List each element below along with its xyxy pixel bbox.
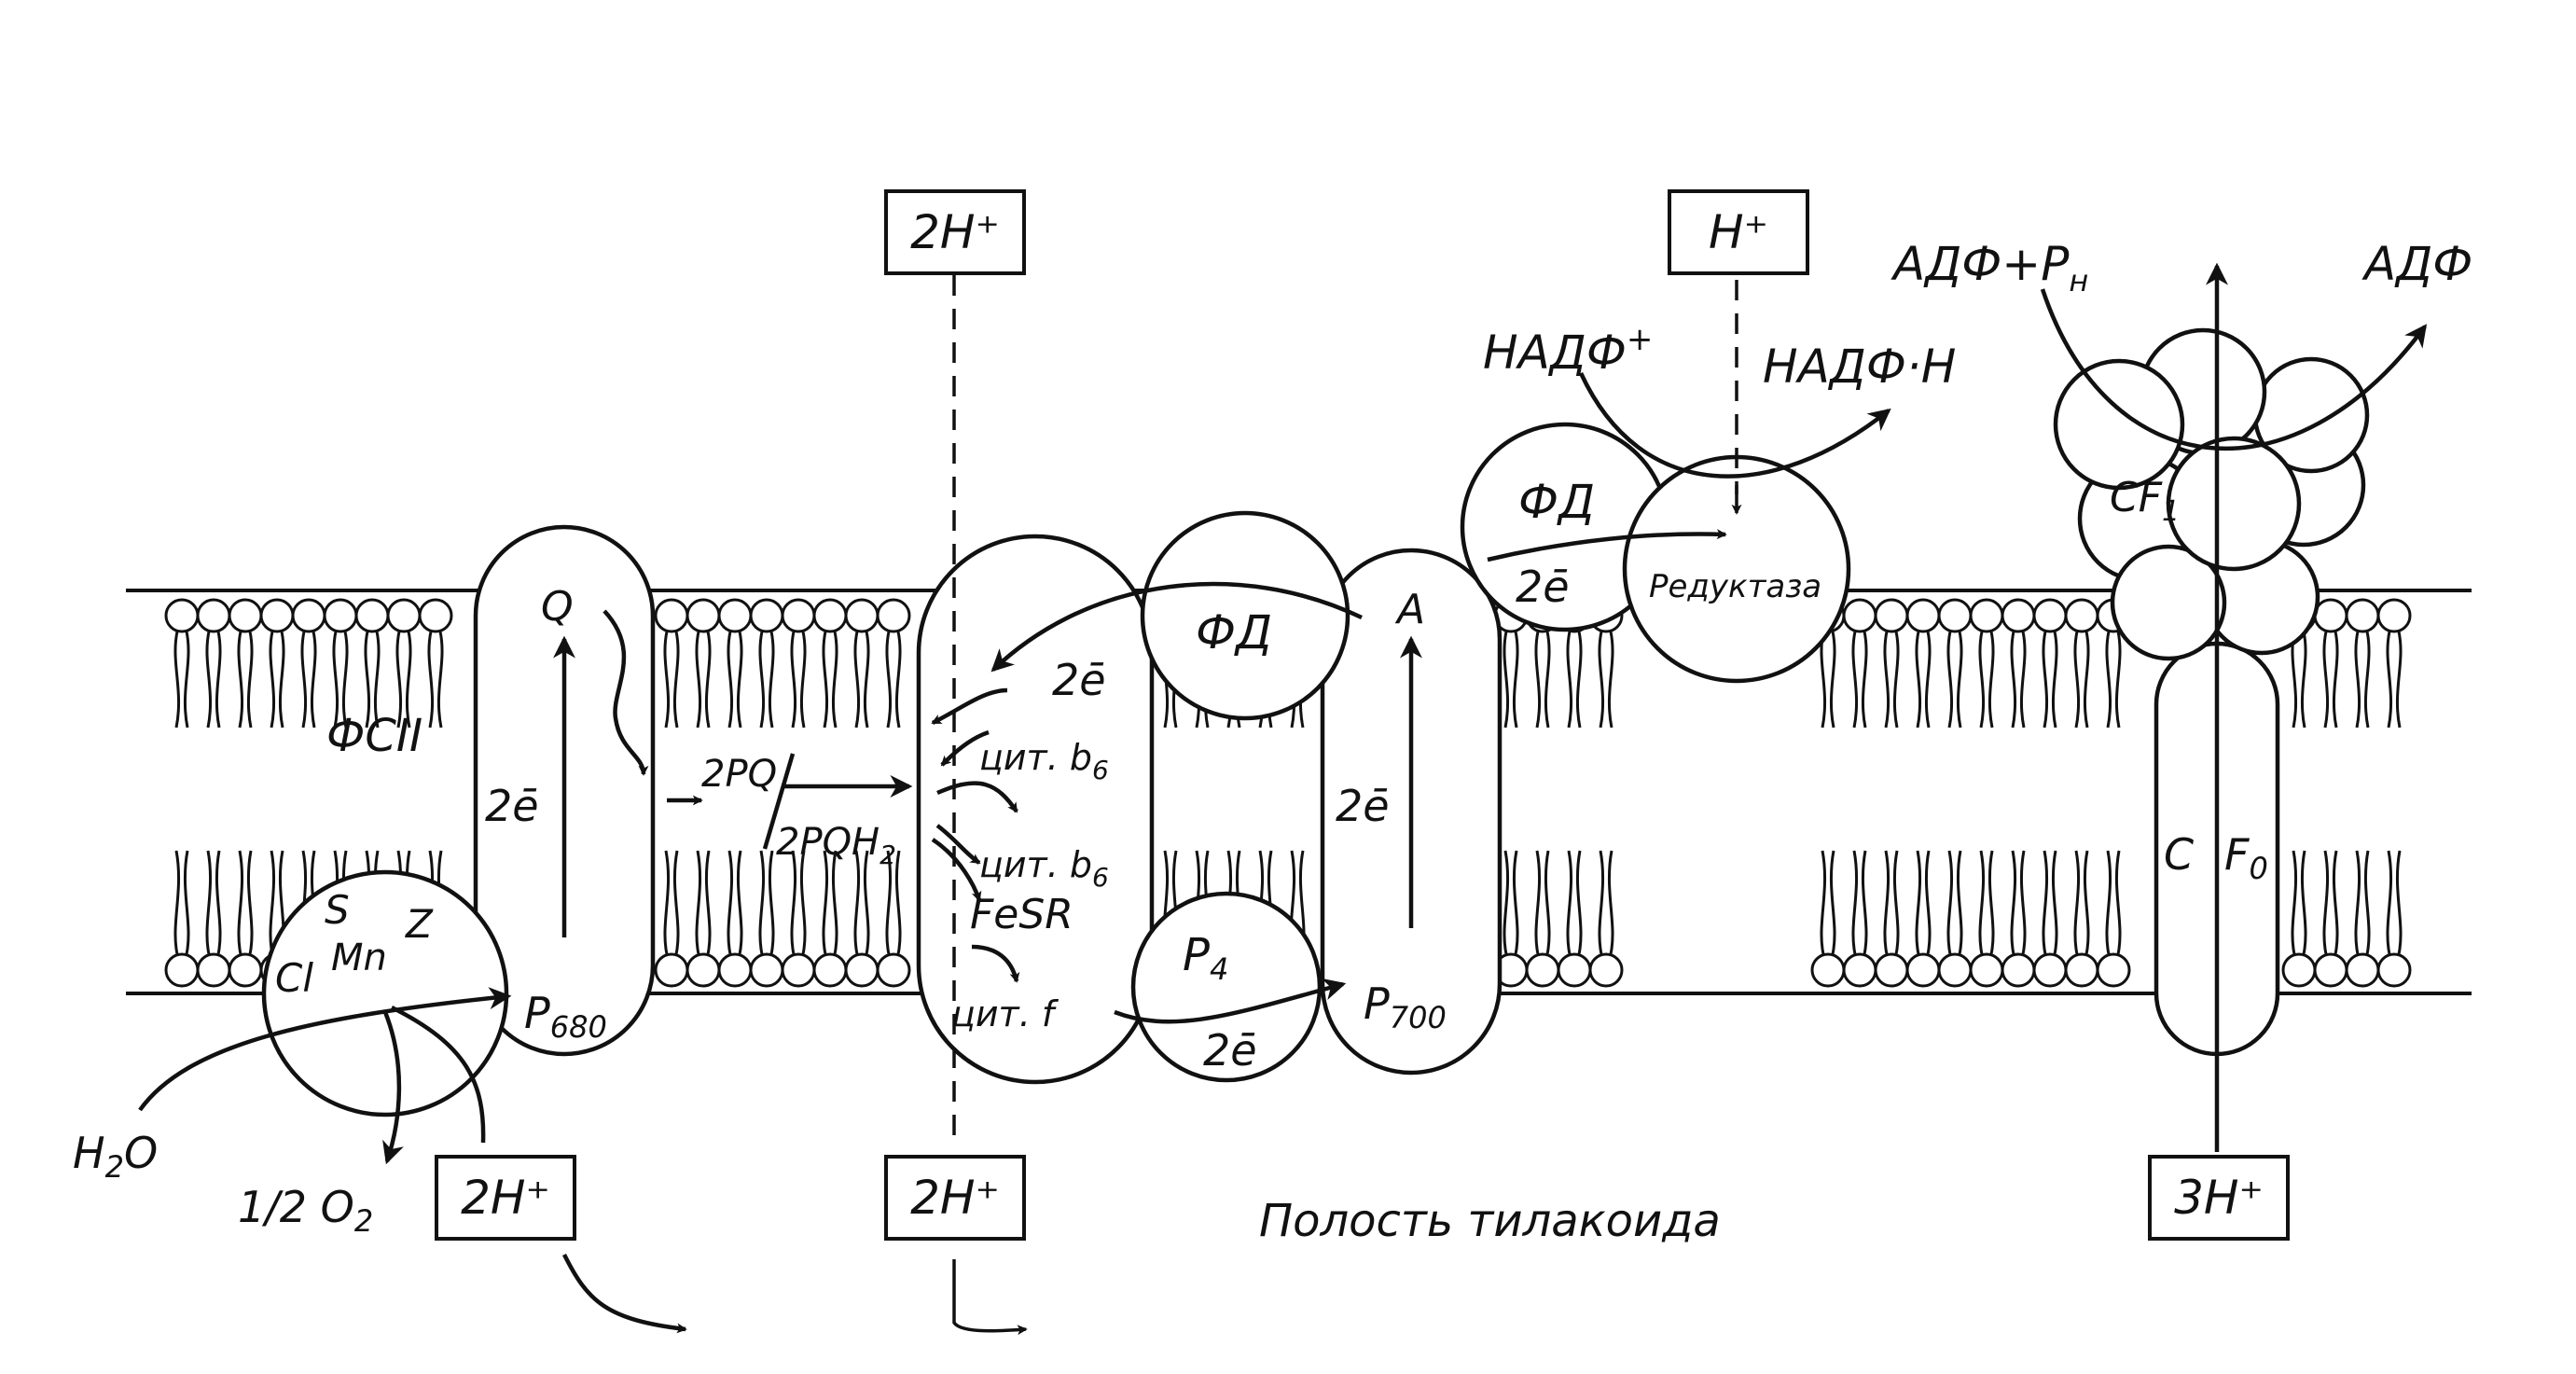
plastocyanin-circle (1130, 891, 1323, 1083)
label-fesr: FeSR (970, 891, 1073, 938)
cf1-complex (2053, 327, 2370, 661)
label-psi-2e: 2ē (1336, 781, 1390, 831)
proton-label-top-cyt: 2H⁺ (910, 205, 1000, 259)
label-psii-2e: 2ē (485, 781, 539, 831)
label-p4-2e: 2ē (1203, 1025, 1257, 1076)
cytf-to-p700-arrow (1114, 978, 1347, 1024)
proton-label-top-reductase: H⁺ (1709, 205, 1768, 259)
psii-proton-arrow (390, 1005, 486, 1144)
nadp-reduction-arrow (1578, 372, 1891, 479)
proton-label-bottom-psii: 2H⁺ (461, 1171, 550, 1225)
label-p4: P4 (1183, 929, 1228, 987)
q-cycle-arc-4 (935, 824, 981, 865)
pq-slash (762, 753, 796, 850)
proton-label-bottom-atp: 3H⁺ (2174, 1171, 2264, 1225)
label-adp-pi: АДФ+Рн (1890, 237, 2088, 298)
q-cycle-arc-5 (931, 838, 982, 902)
label-a: A (1394, 586, 1425, 633)
proton-box-bottom-atp (2148, 1155, 2290, 1241)
label-fd-stromal-2e: 2ē (1516, 562, 1570, 612)
label-adp: АДФ (2361, 237, 2472, 291)
o2-release-arrow (382, 1011, 404, 1165)
label-reductase: Редуктаза (1649, 568, 1821, 605)
label-cf0-c: C (2164, 829, 2194, 880)
label-cyt-f: цит. f (951, 993, 1059, 1034)
q-cycle-arc-3 (936, 781, 1018, 813)
atp-synthesis-arc (2040, 288, 2428, 451)
label-fd-membrane: ФД (1196, 605, 1272, 659)
label-nadp: НАДФ+ (1483, 321, 1653, 380)
label-half-o2: 1/2 O2 (238, 1182, 373, 1239)
label-fd-stromal: ФД (1518, 475, 1595, 529)
label-p680: P680 (524, 988, 607, 1045)
q-cycle-arc-2 (940, 729, 990, 767)
label-2pqh2: 2PQH2 (776, 821, 896, 870)
label-cyt-b6-2: цит. b6 (979, 844, 1109, 893)
label-h2o: H2O (73, 1128, 158, 1185)
psii-proton-out-arrow (561, 1253, 687, 1334)
label-s: S (325, 887, 350, 933)
label-lumen: Полость тилакоида (1259, 1195, 1721, 1247)
q-to-pq-arrow (602, 609, 649, 776)
proton-box-top-cyt (884, 189, 1026, 275)
water-oxidation-arrow (138, 987, 512, 1112)
proton-box-bottom-psii (435, 1155, 576, 1241)
label-2pq: 2PQ (701, 753, 777, 796)
proton-box-top-reductase (1668, 189, 1809, 275)
label-z: Z (405, 901, 434, 947)
proton-box-bottom-cyt (884, 1155, 1026, 1241)
label-cf0: F0 (2224, 829, 2268, 886)
label-nadph: НАДФ·Н (1763, 340, 1956, 394)
fd-to-reductase-arrow (1487, 529, 1727, 562)
label-cf1: CF1 (2110, 474, 2180, 528)
cyt-proton-out-arrow (952, 1259, 1028, 1336)
ferredoxin-membrane-circle (1140, 510, 1350, 721)
label-cyt-2e: 2ē (1052, 655, 1106, 705)
label-q: Q (541, 583, 574, 631)
fd-to-cyt-electron-arrow (990, 581, 1363, 673)
label-mn: Mn (331, 937, 387, 979)
label-cyt-b6-1: цит. b6 (979, 737, 1109, 785)
fesr-to-cytf-arrow (971, 944, 1020, 983)
label-psii: ФСII (326, 710, 422, 762)
proton-label-bottom-cyt: 2H⁺ (910, 1171, 1000, 1225)
q-cycle-arc-1 (931, 687, 1008, 726)
label-cl: Cl (275, 955, 313, 1001)
label-p700: P700 (1364, 978, 1447, 1035)
